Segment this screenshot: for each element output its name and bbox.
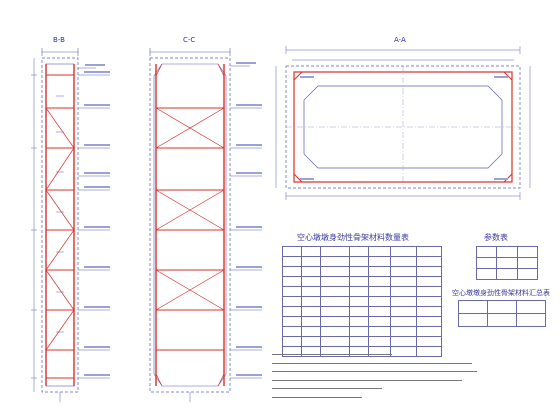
notes-block bbox=[268, 352, 478, 404]
section-cc-title: C-C bbox=[183, 36, 196, 44]
note-line bbox=[268, 352, 478, 361]
note-line bbox=[268, 395, 478, 404]
parameters-table-title: 参数表 bbox=[484, 233, 508, 242]
section-bb-title: B-B bbox=[53, 36, 65, 44]
material-quantity-table-title: 空心墩墩身劲性骨架材料数量表 bbox=[297, 233, 409, 242]
material-quantity-table bbox=[281, 246, 443, 357]
note-line bbox=[268, 361, 478, 370]
note-line bbox=[268, 369, 478, 378]
section-bb bbox=[31, 48, 110, 402]
section-aa-title: A-A bbox=[394, 36, 406, 44]
section-cc bbox=[149, 48, 262, 402]
material-summary-table bbox=[458, 300, 546, 327]
section-aa bbox=[275, 46, 531, 200]
note-line bbox=[268, 378, 478, 387]
material-summary-table-title: 空心墩墩身劲性骨架材料汇总表 bbox=[452, 289, 550, 297]
parameters-table bbox=[475, 246, 539, 280]
note-line bbox=[268, 386, 478, 395]
